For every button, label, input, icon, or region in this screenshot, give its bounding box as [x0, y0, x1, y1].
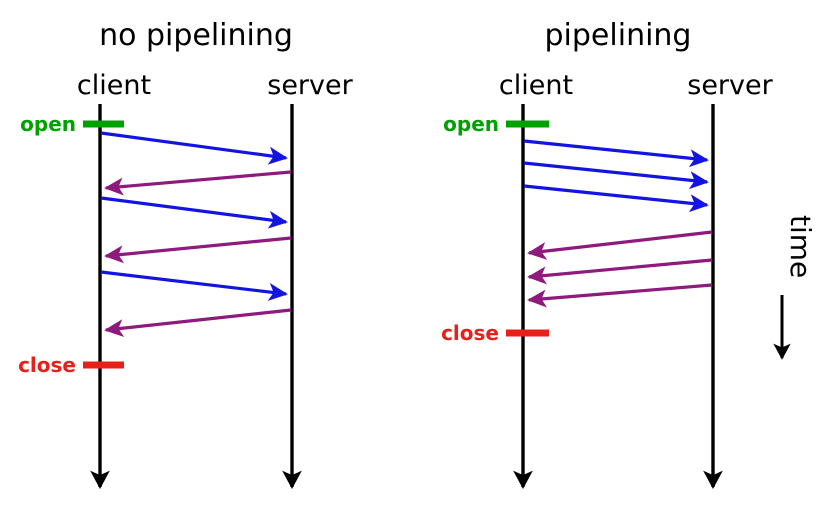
message-request-2-left	[100, 196, 288, 229]
message-request-2-right	[523, 161, 709, 190]
message-request-3-left	[100, 270, 288, 301]
event-label-open-right: open	[443, 112, 499, 136]
actor-label-client-right: client	[499, 70, 573, 101]
panel-no-pipelining: no pipelining client server open close	[18, 18, 354, 490]
message-request-3-right	[523, 184, 709, 213]
actor-label-server-right: server	[687, 70, 773, 101]
event-label-close-right: close	[441, 321, 499, 345]
panel-pipelining: pipelining client server open close	[441, 18, 774, 490]
event-label-close-left: close	[18, 353, 76, 377]
event-label-open-left: open	[20, 112, 76, 136]
time-axis-label: time	[784, 215, 817, 278]
message-response-3-left	[104, 308, 292, 338]
actor-label-server-left: server	[267, 70, 353, 101]
message-response-2-right	[527, 258, 713, 285]
panel-title-no-pipelining: no pipelining	[99, 18, 293, 53]
message-response-2-left	[104, 236, 292, 264]
message-request-1-right	[523, 139, 709, 168]
time-axis-group: time	[773, 215, 817, 360]
message-response-1-left	[104, 170, 292, 196]
panel-title-pipelining: pipelining	[545, 18, 692, 53]
message-request-1-left	[100, 131, 288, 165]
message-response-1-right	[527, 230, 713, 260]
actor-label-client-left: client	[77, 70, 151, 101]
message-response-3-right	[527, 283, 713, 308]
